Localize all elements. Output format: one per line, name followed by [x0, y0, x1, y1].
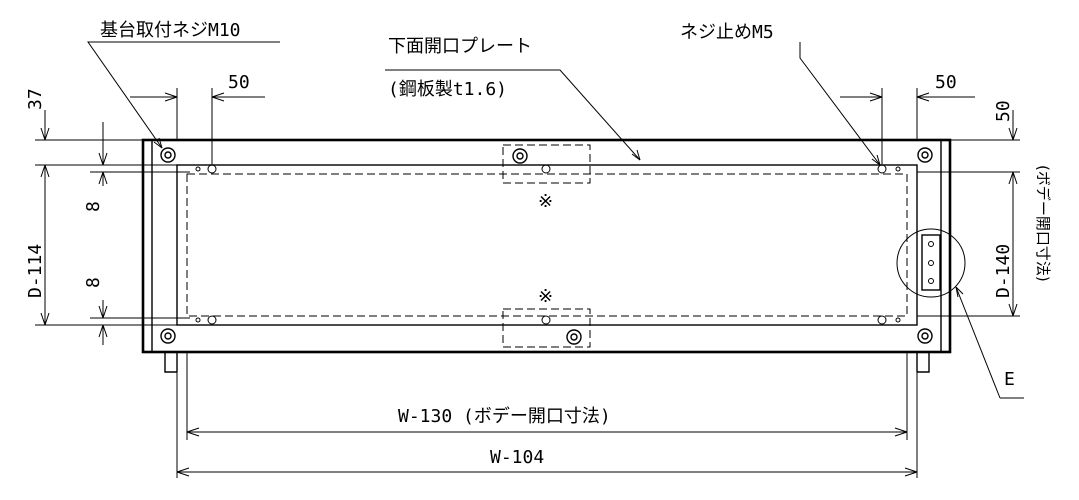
screw-m10-bottom-center	[566, 329, 582, 345]
outer-frame	[141, 138, 952, 354]
m10-screws	[160, 147, 933, 345]
dim-50-left	[130, 88, 265, 165]
label-plate-material: (鋼板製t1.6)	[388, 79, 507, 100]
label-dim-8-bottom: 8	[83, 277, 104, 288]
label-screw-m5: ネジ止めM5	[680, 22, 774, 43]
dim-left-vertical	[35, 110, 177, 326]
label-bottom-plate: 下面開口プレート	[388, 36, 532, 57]
dim-50-right	[840, 88, 975, 165]
screw-m10-bottom-left	[160, 328, 176, 344]
label-base-screw: 基台取付ネジM10	[100, 20, 241, 41]
label-dim-37: 37	[25, 88, 46, 110]
screw-m10-top-left	[160, 147, 176, 163]
label-dim-w130: W-130 (ボデー開口寸法)	[398, 406, 611, 427]
label-body-opening-side: (ボデー開口寸法)	[1034, 165, 1052, 282]
label-dim-50-right: 50	[935, 72, 957, 93]
screw-m10-bottom-right	[917, 328, 933, 344]
center-clamps	[502, 144, 591, 348]
dim-8-marks	[90, 122, 190, 345]
dim-right-vertical	[917, 110, 1020, 317]
mark-top: ※	[538, 191, 553, 212]
m5-screws	[195, 164, 901, 325]
label-dim-d140: D-140	[993, 244, 1014, 298]
label-dim-w104: W-104	[490, 447, 544, 468]
dim-bottom-horizontal	[176, 352, 918, 478]
mark-bottom: ※	[538, 286, 553, 307]
screw-m10-top-center	[512, 148, 528, 164]
label-dim-d114: D-114	[25, 244, 46, 298]
detail-e-circle	[896, 228, 1024, 399]
bottom-flange	[164, 352, 930, 373]
label-dim-50-left: 50	[228, 72, 250, 93]
label-detail-e: E	[1004, 369, 1015, 390]
label-dim-50-side: 50	[993, 100, 1014, 122]
label-dim-8-top: 8	[83, 201, 104, 212]
leader-lines	[87, 41, 881, 166]
screw-m10-top-right	[917, 147, 933, 163]
